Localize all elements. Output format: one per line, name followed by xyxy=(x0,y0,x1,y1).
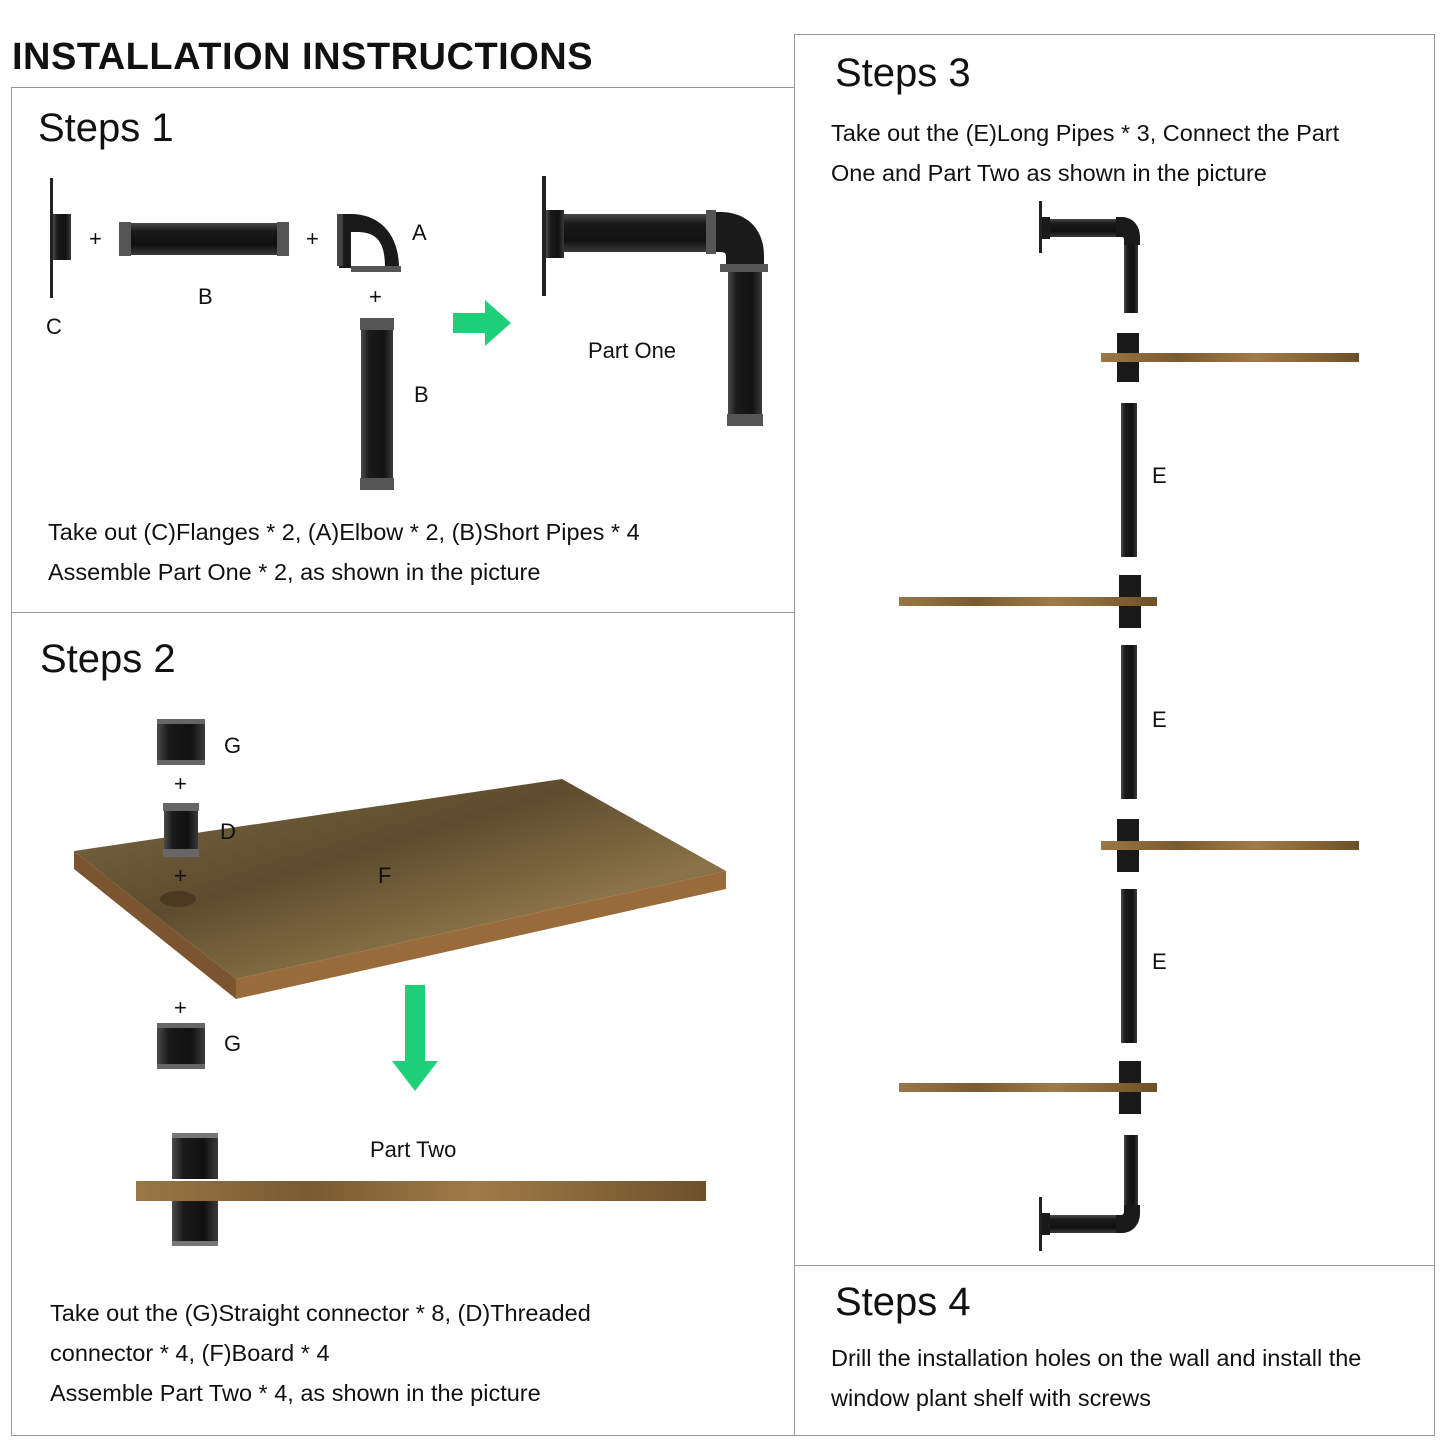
plus-6: + xyxy=(174,995,187,1020)
part-one-top-illustration xyxy=(1039,201,1140,313)
connector-g-bottom-illustration xyxy=(157,1023,205,1069)
plus-1: + xyxy=(89,226,102,251)
step2-line: Take out the (G)Straight connector * 8, … xyxy=(50,1300,591,1326)
page-title: INSTALLATION INSTRUCTIONS xyxy=(12,36,594,78)
arrow-down-icon xyxy=(392,985,438,1091)
step1-description: Take out (C)Flanges * 2, (A)Elbow * 2, (… xyxy=(48,512,640,592)
step1-line: Take out (C)Flanges * 2, (A)Elbow * 2, (… xyxy=(48,519,640,545)
step3-line: One and Part Two as shown in the picture xyxy=(831,160,1267,186)
step4-line: Drill the installation holes on the wall… xyxy=(831,1345,1362,1371)
label-f: F xyxy=(378,863,392,888)
plus-4: + xyxy=(174,771,187,796)
step2-title: Steps 2 xyxy=(40,637,176,681)
label-a: A xyxy=(412,220,427,245)
step4-description: Drill the installation holes on the wall… xyxy=(831,1338,1361,1418)
step4-panel: Steps 4 Drill the installation holes on … xyxy=(794,1265,1435,1436)
label-d: D xyxy=(220,819,236,844)
step3-title: Steps 3 xyxy=(835,51,971,95)
pipe-e2-illustration xyxy=(1121,645,1137,799)
label-b2: B xyxy=(414,382,429,407)
shelf-3-illustration xyxy=(1101,819,1359,872)
step3-panel: Steps 3 Take out the (E)Long Pipes * 3, … xyxy=(794,34,1435,1266)
label-b: B xyxy=(198,284,213,309)
step2-panel: Steps 2 G + D + F + G Part Two xyxy=(11,612,795,1436)
step1-line: Assemble Part One * 2, as shown in the p… xyxy=(48,559,541,585)
elbow-a-illustration xyxy=(337,214,401,272)
step2-description: Take out the (G)Straight connector * 8, … xyxy=(50,1293,591,1413)
label-g-bottom: G xyxy=(224,1031,242,1056)
plus-2: + xyxy=(306,226,319,251)
pipe-e3-illustration xyxy=(1121,889,1137,1043)
pipe-b-vertical-illustration xyxy=(360,318,394,490)
label-c: C xyxy=(46,314,62,339)
pipe-b-horizontal-illustration xyxy=(119,222,289,256)
part-one-label: Part One xyxy=(588,338,677,363)
connector-d-illustration xyxy=(163,803,199,857)
step3-line: Take out the (E)Long Pipes * 3, Connect … xyxy=(831,120,1340,146)
part-one-bottom-illustration xyxy=(1039,1135,1140,1251)
label-e1: E xyxy=(1152,463,1167,488)
label-e3: E xyxy=(1152,949,1167,974)
part-one-illustration xyxy=(542,176,768,426)
arrow-right-icon xyxy=(453,300,511,346)
step2-line: connector * 4, (F)Board * 4 xyxy=(50,1340,330,1366)
step4-line: window plant shelf with screws xyxy=(831,1385,1151,1411)
step2-line: Assemble Part Two * 4, as shown in the p… xyxy=(50,1380,541,1406)
shelf-4-illustration xyxy=(899,1061,1157,1114)
part-two-illustration xyxy=(136,1133,706,1246)
plus-5: + xyxy=(174,863,187,888)
part-two-label: Part Two xyxy=(370,1137,457,1162)
shelf-1-illustration xyxy=(1101,333,1359,382)
step1-panel: Steps 1 C + B + A + B Pa xyxy=(11,87,795,613)
plus-3: + xyxy=(369,284,382,309)
pipe-e1-illustration xyxy=(1121,403,1137,557)
flange-c-illustration xyxy=(50,178,71,298)
step3-description: Take out the (E)Long Pipes * 3, Connect … xyxy=(831,113,1339,193)
label-g-top: G xyxy=(224,733,242,758)
shelf-2-illustration xyxy=(899,575,1157,628)
connector-g-top-illustration xyxy=(157,719,205,765)
step4-title: Steps 4 xyxy=(835,1280,971,1324)
label-e2: E xyxy=(1152,707,1167,732)
board-f-illustration xyxy=(74,779,726,999)
step1-title: Steps 1 xyxy=(38,106,174,150)
